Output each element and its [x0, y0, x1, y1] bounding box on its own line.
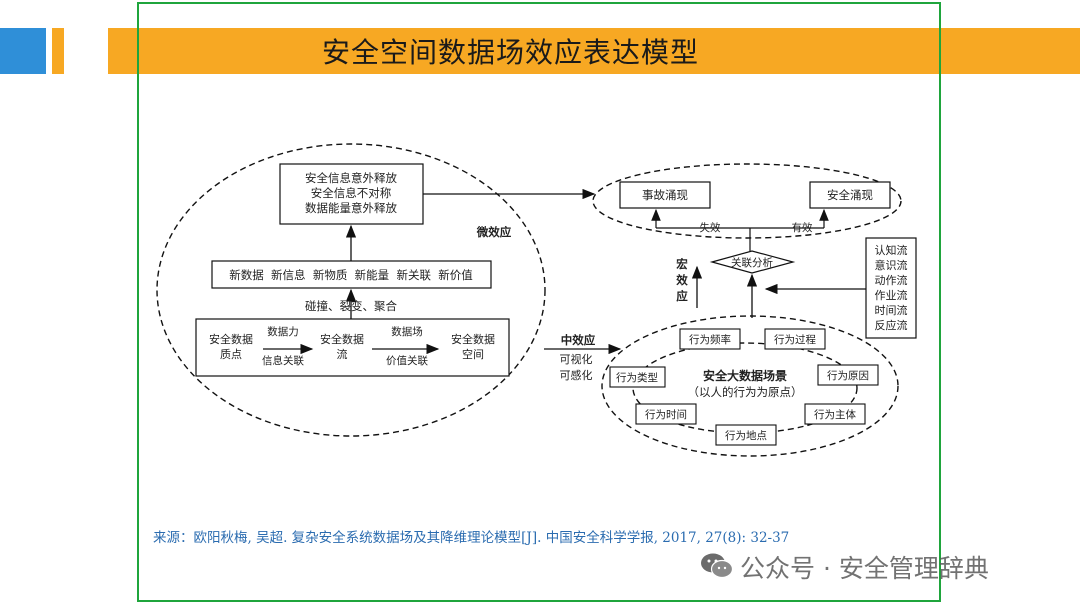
- chain-node2-line1: 安全数据: [320, 332, 364, 346]
- scene-subtitle: （以人的行为为原点）: [688, 385, 803, 399]
- behavior-cause: 行为原因: [827, 369, 869, 382]
- chain-arrow2-bottom: 价值关联: [386, 354, 428, 367]
- accident-box: [619, 181, 711, 209]
- correlation-diamond: [709, 250, 796, 274]
- collision-label: 碰撞、裂变、聚合: [305, 299, 397, 313]
- watermark-text: 公众号 · 安全管理辞典: [700, 549, 989, 585]
- failure-label: 失效: [700, 221, 721, 234]
- flow-6: 反应流: [875, 318, 908, 332]
- safety-text: 安全涌现: [827, 188, 873, 202]
- meso-sub-1: 可视化: [560, 352, 593, 366]
- behavior-frequency-box: [679, 328, 741, 350]
- micro-region-ellipse: [156, 143, 546, 437]
- scene-title: 安全大数据场景: [703, 368, 787, 383]
- behavior-type-box: [609, 366, 666, 388]
- macro-effect-1: 宏: [676, 257, 688, 271]
- source-citation: 来源：欧阳秋梅, 吴超. 复杂安全系统数据场及其降维理论模型[J]. 中国安全科…: [153, 530, 790, 546]
- chain-node3-line1: 安全数据: [451, 332, 495, 346]
- chain-node2-line2: 流: [337, 347, 348, 361]
- flow-3: 动作流: [875, 273, 908, 287]
- accident-text: 事故涌现: [642, 188, 688, 202]
- macro-effect-3: 应: [676, 289, 688, 303]
- watermark-label: 公众号 · 安全管理辞典: [740, 554, 989, 583]
- chain-node3-line2: 空间: [462, 347, 484, 361]
- behavior-process-box: [764, 328, 826, 350]
- data-chain-box: [195, 318, 510, 377]
- meso-effect-label: 中效应: [561, 333, 596, 347]
- chain-arrow2-top: 数据场: [391, 325, 423, 338]
- chain-arrow1-bottom: 信息关联: [262, 354, 304, 367]
- behavior-frequency: 行为频率: [689, 333, 731, 346]
- valid-label: 有效: [792, 221, 813, 234]
- behavior-time: 行为时间: [645, 408, 687, 421]
- title-banner: [108, 28, 1080, 74]
- wechat-icon: [701, 553, 734, 579]
- flow-4: 作业流: [875, 288, 908, 302]
- release-box: [279, 163, 424, 225]
- behavior-subject-box: [804, 403, 866, 425]
- behavior-place-box: [715, 424, 777, 446]
- behavior-cause-box: [817, 364, 879, 386]
- accent-bar-orange-small: [52, 28, 64, 74]
- release-line-2: 安全信息不对称: [311, 186, 392, 200]
- scene-outer-ellipse: [601, 315, 899, 457]
- chain-node1-line2: 质点: [220, 348, 242, 361]
- flow-1: 认知流: [875, 243, 908, 257]
- flow-5: 时间流: [875, 303, 908, 317]
- behavior-process: 行为过程: [774, 333, 816, 346]
- safety-box: [809, 181, 891, 209]
- meso-sub-2: 可感化: [560, 368, 593, 382]
- emergence-ellipse: [592, 163, 902, 239]
- behavior-subject: 行为主体: [814, 408, 856, 421]
- chain-node1-line1: 安全数据: [209, 332, 253, 346]
- macro-effect-2: 效: [676, 273, 688, 287]
- new-items-text: 新数据 新信息 新物质 新能量 新关联 新价值: [229, 268, 473, 282]
- slide-title: 安全空间数据场效应表达模型: [322, 36, 700, 69]
- flows-box: [865, 237, 917, 339]
- correlation-text: 关联分析: [731, 256, 773, 269]
- new-items-box: [211, 260, 492, 289]
- flow-2: 意识流: [875, 258, 908, 272]
- behavior-type: 行为类型: [616, 371, 658, 384]
- scene-inner-ellipse: [632, 342, 858, 434]
- accent-bar-blue: [0, 28, 46, 74]
- behavior-place: 行为地点: [725, 429, 767, 442]
- content-frame: [137, 2, 941, 602]
- micro-effect-label: 微效应: [476, 225, 512, 239]
- release-line-1: 安全信息意外释放: [305, 171, 397, 185]
- release-line-3: 数据能量意外释放: [305, 201, 397, 215]
- chain-arrow1-top: 数据力: [267, 325, 299, 338]
- behavior-time-box: [635, 403, 697, 425]
